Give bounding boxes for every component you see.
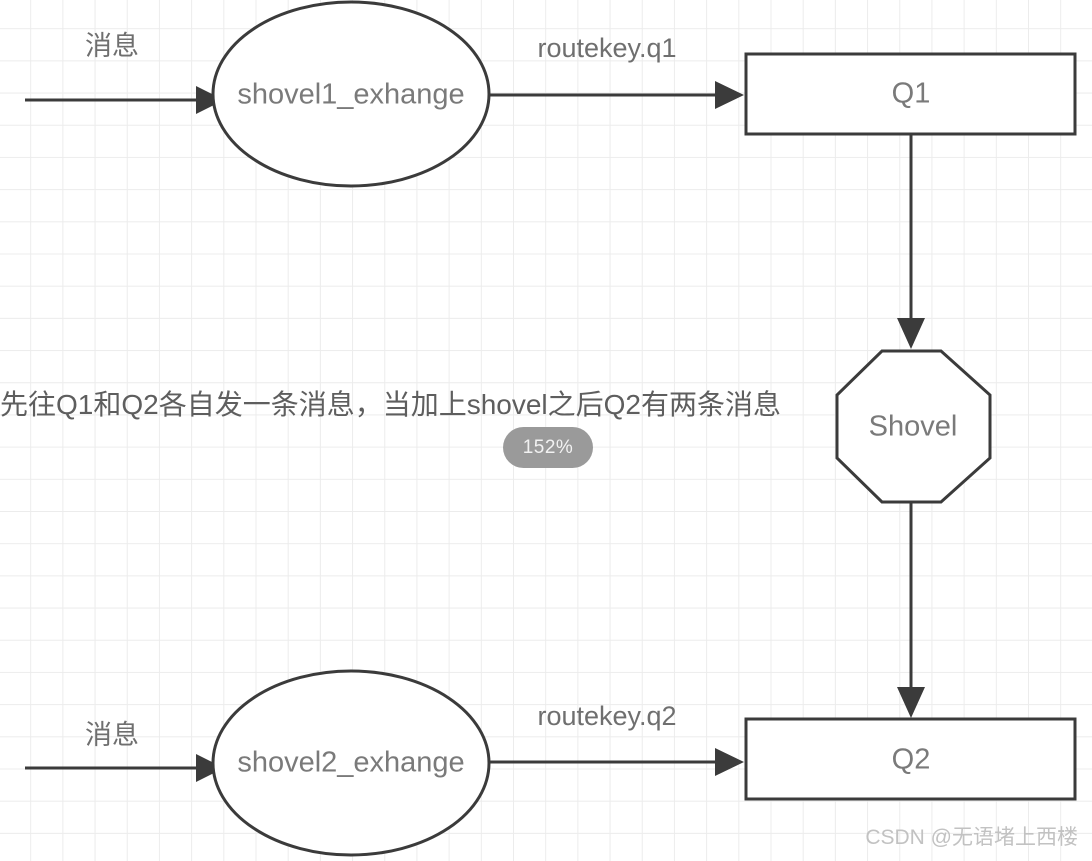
edge-q1-to-shovel <box>897 134 925 349</box>
edge-label-routekey-q2: routekey.q2 <box>537 701 676 731</box>
node-queue1[interactable]: Q1 <box>744 52 1077 136</box>
message-in-1-arrowhead <box>196 86 224 114</box>
shovel-label: Shovel <box>869 411 958 443</box>
edge-message-in-1 <box>25 86 224 114</box>
queue2-rect[interactable] <box>744 717 1077 801</box>
message-in-2-arrowhead <box>196 754 224 782</box>
exchange2-label: shovel2_exhange <box>237 747 464 779</box>
node-queue2[interactable]: Q2 <box>744 717 1077 801</box>
shovel-octagon[interactable] <box>835 349 992 504</box>
edge-label-message-in-2: 消息 <box>85 720 139 750</box>
queue1-label: Q1 <box>892 78 931 110</box>
routekey-q2-arrowhead <box>715 748 744 776</box>
exchange1-label: shovel1_exhange <box>237 79 464 111</box>
watermark: CSDN @无语堵上西楼 <box>865 826 1078 849</box>
queue2-label: Q2 <box>892 744 931 776</box>
edge-message-in-2 <box>25 754 224 782</box>
node-exchange1[interactable]: shovel1_exhange <box>211 0 491 188</box>
node-exchange2[interactable]: shovel2_exhange <box>211 669 491 857</box>
annotation-text: 先往Q1和Q2各自发一条消息，当加上shovel之后Q2有两条消息 <box>0 389 781 420</box>
zoom-level-badge[interactable]: 152% <box>503 427 593 468</box>
edge-shovel-to-q2 <box>897 502 925 718</box>
edge-label-routekey-q1: routekey.q1 <box>537 33 676 63</box>
edge-label-message-in-1: 消息 <box>85 31 139 61</box>
q1-to-shovel-arrowhead <box>897 318 925 349</box>
edge-routekey-q2 <box>489 748 744 776</box>
shovel-to-q2-arrowhead <box>897 687 925 718</box>
edge-routekey-q1 <box>489 81 744 109</box>
routekey-q1-arrowhead <box>715 81 744 109</box>
node-shovel[interactable]: Shovel <box>835 349 992 504</box>
